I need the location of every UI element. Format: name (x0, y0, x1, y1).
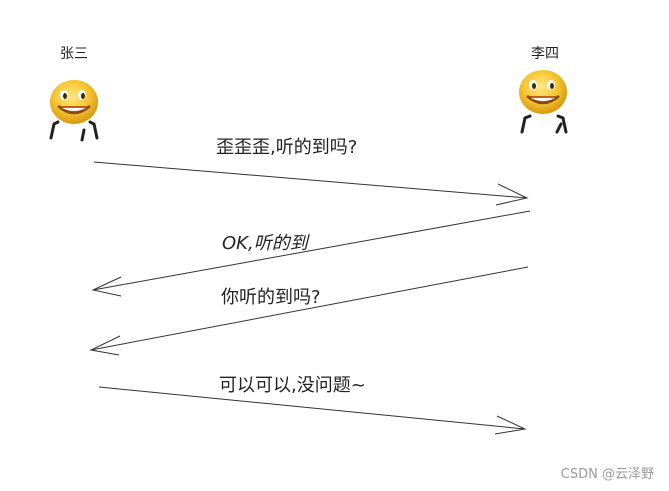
message-arrow-1: 歪歪歪,听的到吗? (93, 137, 529, 206)
message-arrow-3: 你听的到吗? (89, 266, 529, 356)
watermark: CSDN @云泽野 (561, 467, 654, 482)
smiley-emoji-icon (49, 80, 99, 142)
arrowhead-4 (494, 415, 527, 435)
arrowhead-1 (495, 183, 529, 206)
message-label-2: OK,听的到 (222, 233, 311, 254)
message-label-3: 你听的到吗? (221, 287, 321, 308)
arrow-line-2 (92, 210, 531, 291)
arrow-line-3 (90, 266, 529, 351)
message-label-1: 歪歪歪,听的到吗? (216, 137, 357, 158)
message-arrow-4: 可以可以,没问题~ (98, 375, 527, 435)
participant-name-right: 李四 (531, 46, 559, 62)
message-arrow-2: OK,听的到 (91, 210, 531, 297)
arrowhead-2 (91, 276, 122, 297)
smiley-emoji-icon (519, 70, 568, 134)
arrowhead-3 (89, 335, 121, 356)
arrow-line-4 (98, 386, 526, 430)
arrow-line-1 (93, 161, 528, 199)
participant-name-left: 张三 (60, 46, 88, 62)
message-label-4: 可以可以,没问题~ (219, 375, 366, 396)
